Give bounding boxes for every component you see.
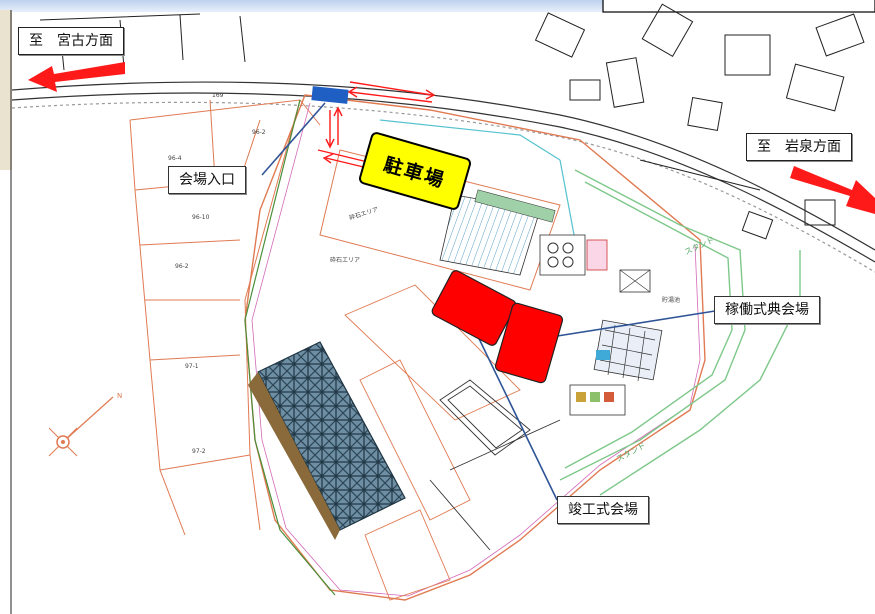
svg-text:貯湯池: 貯湯池 [662,296,680,304]
top-band [0,0,620,12]
svg-text:96-10: 96-10 [192,214,210,221]
plant-equipment [474,189,663,416]
svg-text:スタンド: スタンド [683,235,716,257]
solar-panel-array [248,341,406,540]
svg-text:169: 169 [212,92,224,99]
svg-text:砕石エリア: 砕石エリア [330,256,360,264]
site-outline [244,94,706,601]
svg-text:96-2: 96-2 [175,263,189,270]
central-structures [344,284,561,601]
direction-miyako-label: 至 宮古方面 [18,27,124,55]
operation-ceremony-venue [431,270,564,384]
svg-text:97-2: 97-2 [192,448,206,455]
right-direction-arrow [790,166,875,214]
north-arrow-compass-icon: N [48,392,122,457]
left-edge-texture [0,10,12,170]
road [11,81,875,273]
svg-text:96-2: 96-2 [252,129,266,136]
top-right-box [602,0,875,13]
entrance-marker [311,86,349,104]
svg-text:砕石エリア: 砕石エリア [348,205,379,222]
lot-labels: 169 96-2 96-4 96-10 96-2 97-1 97-2 砕石エリア… [168,92,716,464]
venue-entrance-label: 会場入口 [168,166,246,194]
svg-text:97-1: 97-1 [185,363,199,370]
completion-ceremony-label: 竣工式会場 [557,496,649,524]
left-direction-arrow [28,62,125,92]
svg-text:N: N [117,392,122,400]
callout-lines [261,102,716,501]
buildings [39,3,865,240]
direction-iwaizumi-label: 至 岩泉方面 [746,133,852,161]
parking-area [319,149,608,291]
stands [559,169,801,496]
svg-text:96-4: 96-4 [168,155,182,162]
operation-ceremony-label: 稼働式典会場 [714,296,820,324]
